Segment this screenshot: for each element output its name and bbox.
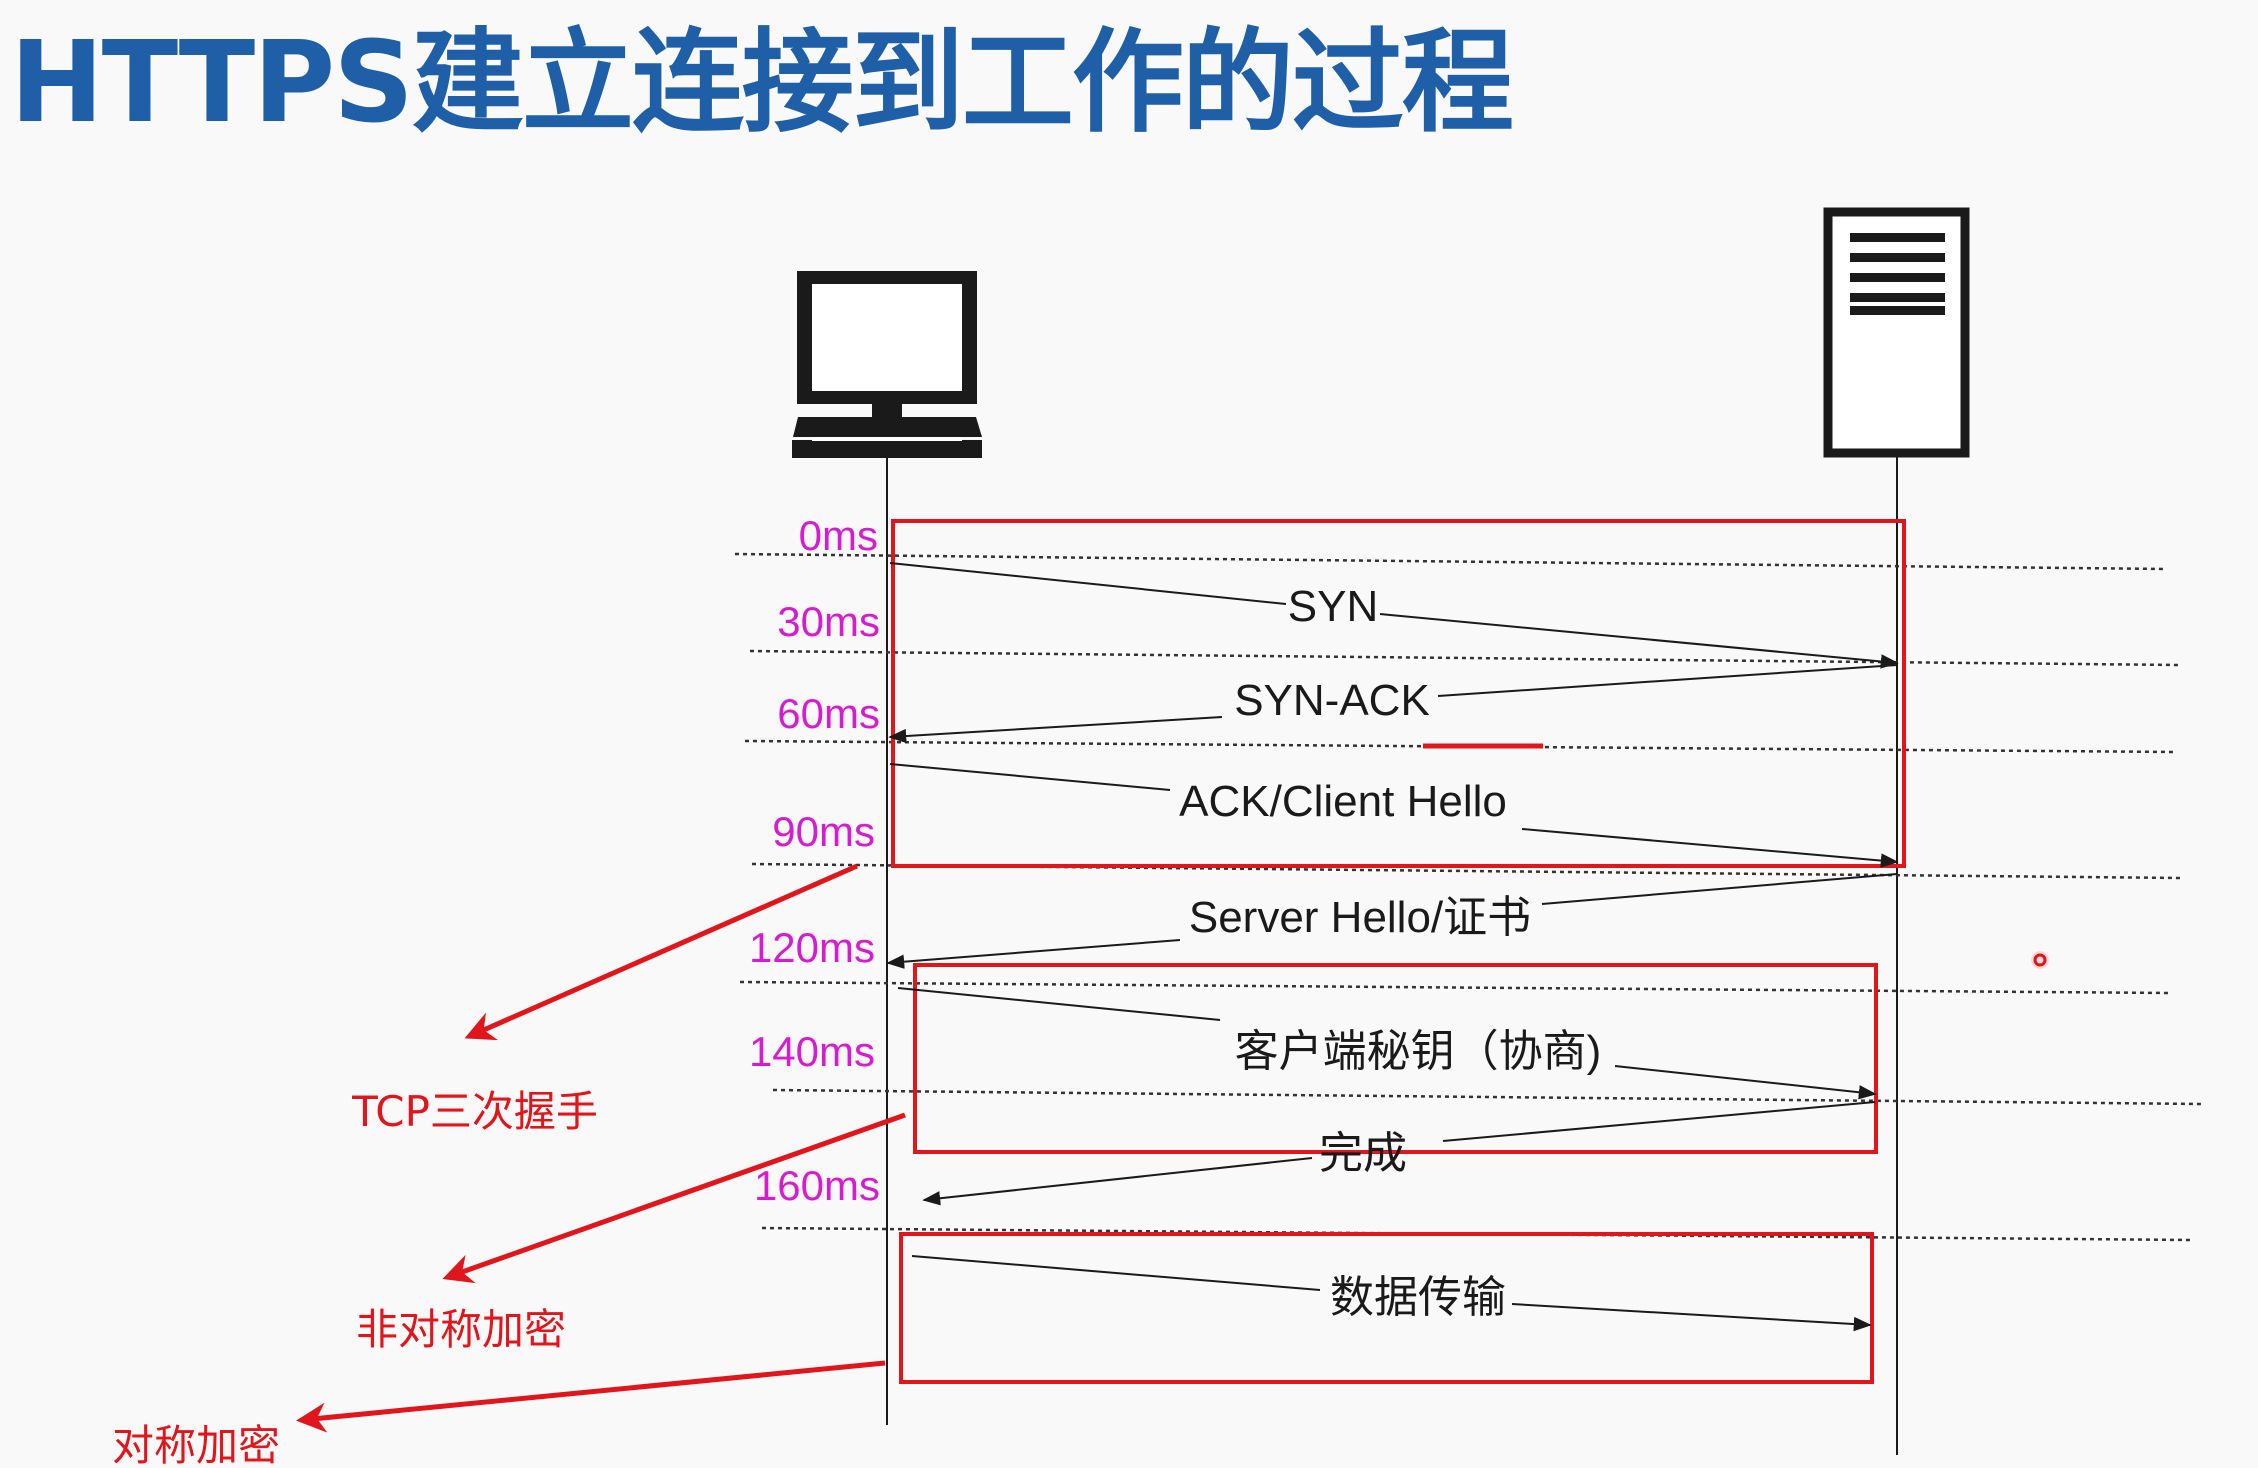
time-label-3: 90ms bbox=[772, 808, 875, 855]
syn-ack-arrow-tail bbox=[888, 716, 1223, 744]
syn-arrow bbox=[889, 562, 1287, 605]
time-label-0: 0ms bbox=[799, 512, 878, 559]
phase-boxes bbox=[891, 519, 1906, 1384]
time-label-1: 30ms bbox=[777, 598, 880, 645]
time-label-4: 120ms bbox=[749, 924, 875, 971]
tcp-handshake-box bbox=[891, 519, 1906, 868]
syn-arrow-tail bbox=[1379, 613, 1899, 669]
finished-arrow-tail bbox=[922, 1157, 1313, 1206]
symmetric-encryption-box bbox=[899, 1232, 1874, 1384]
pointer-dot-icon bbox=[2031, 951, 2049, 969]
ack-client-hello-arrow bbox=[889, 763, 1171, 791]
syn-ack-arrow bbox=[1437, 664, 1898, 697]
time-label-6: 160ms bbox=[754, 1162, 880, 1209]
server-hello-arrow bbox=[1541, 873, 1898, 905]
message-syn-ack: SYN-ACK bbox=[1234, 676, 1430, 725]
ack-client-hello-arrow-tail bbox=[1521, 828, 1899, 868]
server-tower-icon bbox=[1823, 207, 1970, 458]
computer-monitor-icon bbox=[792, 271, 982, 458]
message-syn: SYN bbox=[1288, 582, 1378, 631]
message-client-key: 客户端秘钥（协商) bbox=[1235, 1027, 1602, 1076]
message-finished: 完成 bbox=[1319, 1129, 1407, 1178]
annotation-asymmetric: 非对称加密 bbox=[356, 1305, 566, 1354]
time-label-5: 140ms bbox=[749, 1028, 875, 1075]
server-hello-arrow-tail bbox=[886, 939, 1181, 969]
message-arrows bbox=[886, 562, 1899, 1332]
page-title: HTTPS建立连接到工作的过程 bbox=[10, 18, 1514, 148]
time-label-2: 60ms bbox=[777, 690, 880, 737]
finished-arrow bbox=[1442, 1101, 1876, 1142]
client-key-arrow bbox=[897, 987, 1221, 1021]
data-transfer-arrow-tail bbox=[1511, 1303, 1872, 1332]
message-ack-client-hello: ACK/Client Hello bbox=[1179, 777, 1507, 826]
client-key-arrow-tail bbox=[1614, 1065, 1877, 1100]
data-transfer-arrow bbox=[911, 1255, 1321, 1291]
annotation-tcp-handshake: TCP三次握手 bbox=[351, 1087, 598, 1136]
annotation-symmetric: 对称加密 bbox=[112, 1421, 280, 1468]
message-server-hello: Server Hello/证书 bbox=[1189, 893, 1531, 942]
annotation-arrows bbox=[296, 863, 906, 1433]
asymmetric-encryption-box bbox=[913, 963, 1878, 1154]
message-data-transfer: 数据传输 bbox=[1330, 1273, 1506, 1322]
